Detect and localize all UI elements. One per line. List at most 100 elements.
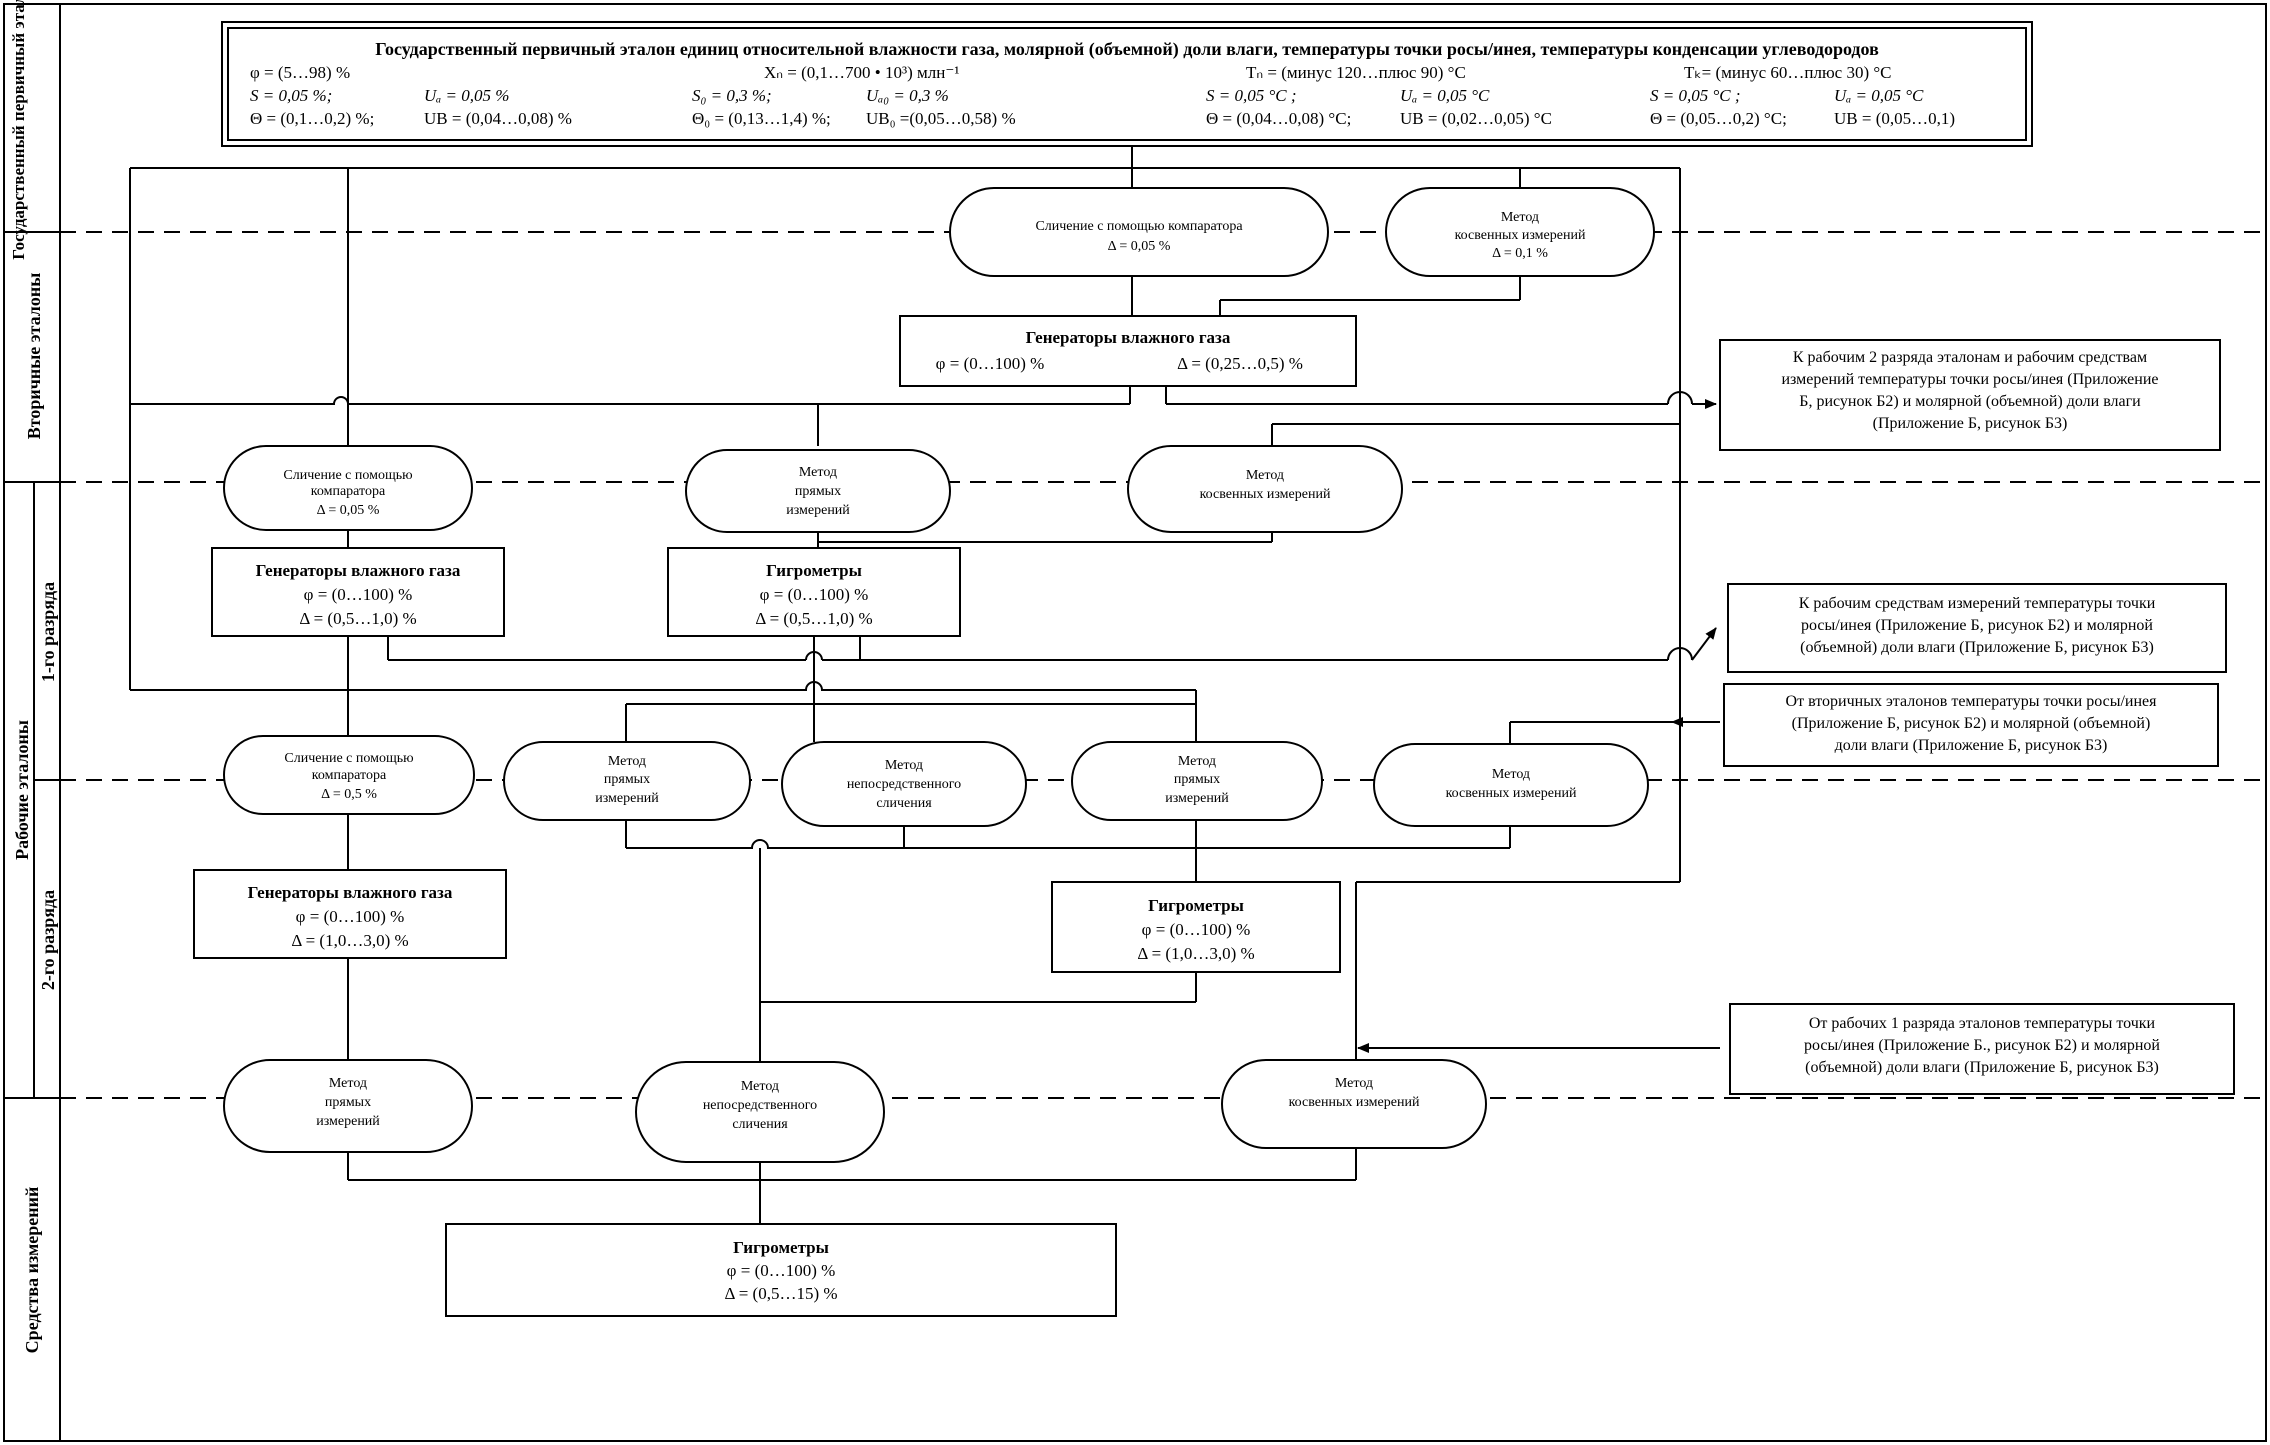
note-from-secondary [1723, 683, 2219, 767]
secondary-indirect-method [1385, 187, 1655, 277]
svg-text:сличения: сличения [876, 796, 932, 811]
svg-text:(Приложение Б, рисунок Б2) и м: (Приложение Б, рисунок Б2) и молярной (о… [1792, 715, 2151, 732]
instruments-indirect-method [1221, 1059, 1487, 1149]
svg-text:компаратора: компаратора [311, 484, 386, 499]
svg-text:Δ = 0,05 %: Δ = 0,05 % [1108, 239, 1171, 254]
svg-text:Tₙ = (минус 120…плюс 90) °C: Tₙ = (минус 120…плюс 90) °C [1246, 63, 1466, 82]
primary-standard-title: Государственный первичный эталон единиц … [375, 39, 1879, 60]
rank2-generators-box [193, 869, 507, 959]
rank2-immediate-comparison-method [781, 741, 1027, 827]
svg-text:непосредственного: непосредственного [847, 777, 961, 792]
svg-text:прямых: прямых [1174, 772, 1220, 787]
svg-text:Xₙ = (0,1…700 • 10³) млн⁻¹: Xₙ = (0,1…700 • 10³) млн⁻¹ [764, 63, 959, 82]
svg-text:Метод: Метод [608, 754, 646, 769]
svg-text:Сличение с помощью компаратора: Сличение с помощью компаратора [1035, 219, 1243, 234]
svg-text:измерений температуры точки ро: измерений температуры точки росы/инея (П… [1781, 371, 2158, 388]
svg-text:Δ = 0,05 %: Δ = 0,05 % [317, 503, 380, 518]
svg-text:К рабочим средствам измерений: К рабочим средствам измерений температур… [1799, 595, 2156, 612]
svg-text:Генераторы влажного газа: Генераторы влажного газа [248, 883, 453, 902]
rank2-direct-method-1 [503, 741, 751, 821]
instruments-hygrometers-box [445, 1223, 1117, 1317]
svg-text:Uₐ = 0,05 °C: Uₐ = 0,05 °C [1834, 86, 1924, 105]
rank2-hygrometers-box [1051, 881, 1341, 973]
svg-text:Гигрометры: Гигрометры [766, 561, 862, 580]
rank1-comparator-method [223, 445, 473, 531]
rank1-hygrometers-box [667, 547, 961, 637]
svg-text:S = 0,05 °C ;: S = 0,05 °C ; [1650, 86, 1741, 105]
svg-text:косвенных измерений: косвенных измерений [1289, 1095, 1420, 1110]
svg-text:Сличение с помощью: Сличение с помощью [283, 468, 412, 483]
svg-text:прямых: прямых [795, 484, 841, 499]
level-label-rank2: 2-го разряда [38, 890, 58, 990]
svg-text:росы/инея (Приложение Б., рису: росы/инея (Приложение Б., рисунок Б2) и … [1804, 1037, 2160, 1054]
primary-standard-parameters: φ = (5…98) % S = 0,05 %; Uₐ = 0,05 % Θ =… [250, 63, 1955, 128]
instruments-immediate-comparison-method [635, 1061, 885, 1163]
level-label-secondary: Вторичные эталоны [24, 273, 44, 440]
svg-text:Гигрометры: Гигрометры [733, 1238, 829, 1257]
level-label-primary: Государственный первичный эталон [9, 0, 28, 260]
svg-text:S₀ = 0,3 %;: S₀ = 0,3 %; [692, 86, 772, 105]
svg-text:От вторичных эталонов температ: От вторичных эталонов температуры точки … [1786, 693, 2158, 710]
svg-text:Θ = (0,05…0,2) °C;: Θ = (0,05…0,2) °C; [1650, 109, 1787, 128]
svg-text:Гигрометры: Гигрометры [1148, 896, 1244, 915]
rank2-comparator-method [223, 735, 475, 815]
svg-text:S = 0,05 %;: S = 0,05 %; [250, 86, 332, 105]
svg-text:прямых: прямых [325, 1095, 371, 1110]
svg-text:Б, рисунок Б2) и молярной (объ: Б, рисунок Б2) и молярной (объемной) дол… [1799, 393, 2141, 410]
svg-text:измерений: измерений [595, 791, 659, 806]
svg-text:(объемной) доли влаги (Приложе: (объемной) доли влаги (Приложение Б, рис… [1800, 639, 2154, 656]
svg-text:Δ = 0,5 %: Δ = 0,5 % [321, 787, 377, 802]
svg-text:(Приложение Б, рисунок Б3): (Приложение Б, рисунок Б3) [1873, 415, 2068, 432]
svg-text:UΒ = (0,05…0,1): UΒ = (0,05…0,1) [1834, 109, 1955, 128]
svg-text:φ = (0…100) %: φ = (0…100) % [304, 585, 413, 604]
svg-text:Uₐ = 0,05 %: Uₐ = 0,05 % [424, 86, 509, 105]
svg-text:прямых: прямых [604, 772, 650, 787]
outer-frame [3, 3, 2267, 1442]
svg-text:компаратора: компаратора [312, 768, 387, 783]
note-to-rank2 [1719, 339, 2221, 451]
note-from-rank1 [1729, 1003, 2235, 1095]
svg-text:Δ = (0,25…0,5) %: Δ = (0,25…0,5) % [1177, 354, 1303, 373]
svg-text:измерений: измерений [786, 503, 850, 518]
svg-text:(объемной) доли влаги (Приложе: (объемной) доли влаги (Приложение Б, рис… [1805, 1059, 2159, 1076]
svg-text:непосредственного: непосредственного [703, 1098, 817, 1113]
svg-text:Метод: Метод [1501, 210, 1539, 225]
svg-text:Δ = (0,5…15) %: Δ = (0,5…15) % [724, 1284, 837, 1303]
svg-text:Метод: Метод [799, 465, 837, 480]
svg-text:косвенных измерений: косвенных измерений [1455, 228, 1586, 243]
svg-text:UΒ₀ =(0,05…0,58) %: UΒ₀ =(0,05…0,58) % [866, 109, 1016, 128]
svg-text:Метод: Метод [741, 1079, 779, 1094]
note-to-instruments [1727, 583, 2227, 673]
svg-text:К рабочим 2 разряда эталонам и: К рабочим 2 разряда эталонам и рабочим с… [1793, 349, 2147, 366]
level-label-working: Рабочие эталоны [12, 720, 32, 860]
svg-text:φ = (0…100) %: φ = (0…100) % [760, 585, 869, 604]
rank2-indirect-method [1373, 743, 1649, 827]
svg-text:Сличение с помощью: Сличение с помощью [284, 751, 413, 766]
svg-text:доли влаги (Приложение Б, рису: доли влаги (Приложение Б, рисунок Б3) [1835, 737, 2108, 754]
svg-text:сличения: сличения [732, 1117, 788, 1132]
svg-text:Метод: Метод [1178, 754, 1216, 769]
svg-text:Tₖ= (минус 60…плюс 30) °C: Tₖ= (минус 60…плюс 30) °C [1684, 63, 1892, 82]
svg-text:Метод: Метод [1335, 1076, 1373, 1091]
svg-text:Θ = (0,04…0,08) °C;: Θ = (0,04…0,08) °C; [1206, 109, 1351, 128]
level-label-instruments: Средства измерений [22, 1187, 42, 1354]
svg-text:Θ = (0,1…0,2) %;: Θ = (0,1…0,2) %; [250, 109, 374, 128]
svg-text:Генераторы влажного газа: Генераторы влажного газа [1026, 328, 1231, 347]
svg-text:φ = (0…100) %: φ = (0…100) % [1142, 920, 1251, 939]
svg-text:Метод: Метод [1246, 468, 1284, 483]
svg-text:Θ₀ = (0,13…1,4) %;: Θ₀ = (0,13…1,4) %; [692, 109, 831, 128]
svg-text:измерений: измерений [316, 1114, 380, 1129]
svg-text:Δ = (1,0…3,0) %: Δ = (1,0…3,0) % [1137, 944, 1254, 963]
svg-text:S = 0,05 °C ;: S = 0,05 °C ; [1206, 86, 1297, 105]
secondary-generators-box [899, 315, 1357, 387]
svg-text:Δ = (0,5…1,0) %: Δ = (0,5…1,0) % [299, 609, 416, 628]
svg-text:φ = (5…98) %: φ = (5…98) % [250, 63, 350, 82]
svg-text:φ = (0…100) %: φ = (0…100) % [936, 354, 1045, 373]
rank1-indirect-method [1127, 445, 1403, 533]
rank2-direct-method-2 [1071, 741, 1323, 821]
svg-text:UΒ = (0,02…0,05) °C: UΒ = (0,02…0,05) °C [1400, 109, 1552, 128]
svg-text:косвенных измерений: косвенных измерений [1446, 786, 1577, 801]
svg-text:измерений: измерений [1165, 791, 1229, 806]
svg-text:Δ = 0,1 %: Δ = 0,1 % [1492, 246, 1548, 261]
